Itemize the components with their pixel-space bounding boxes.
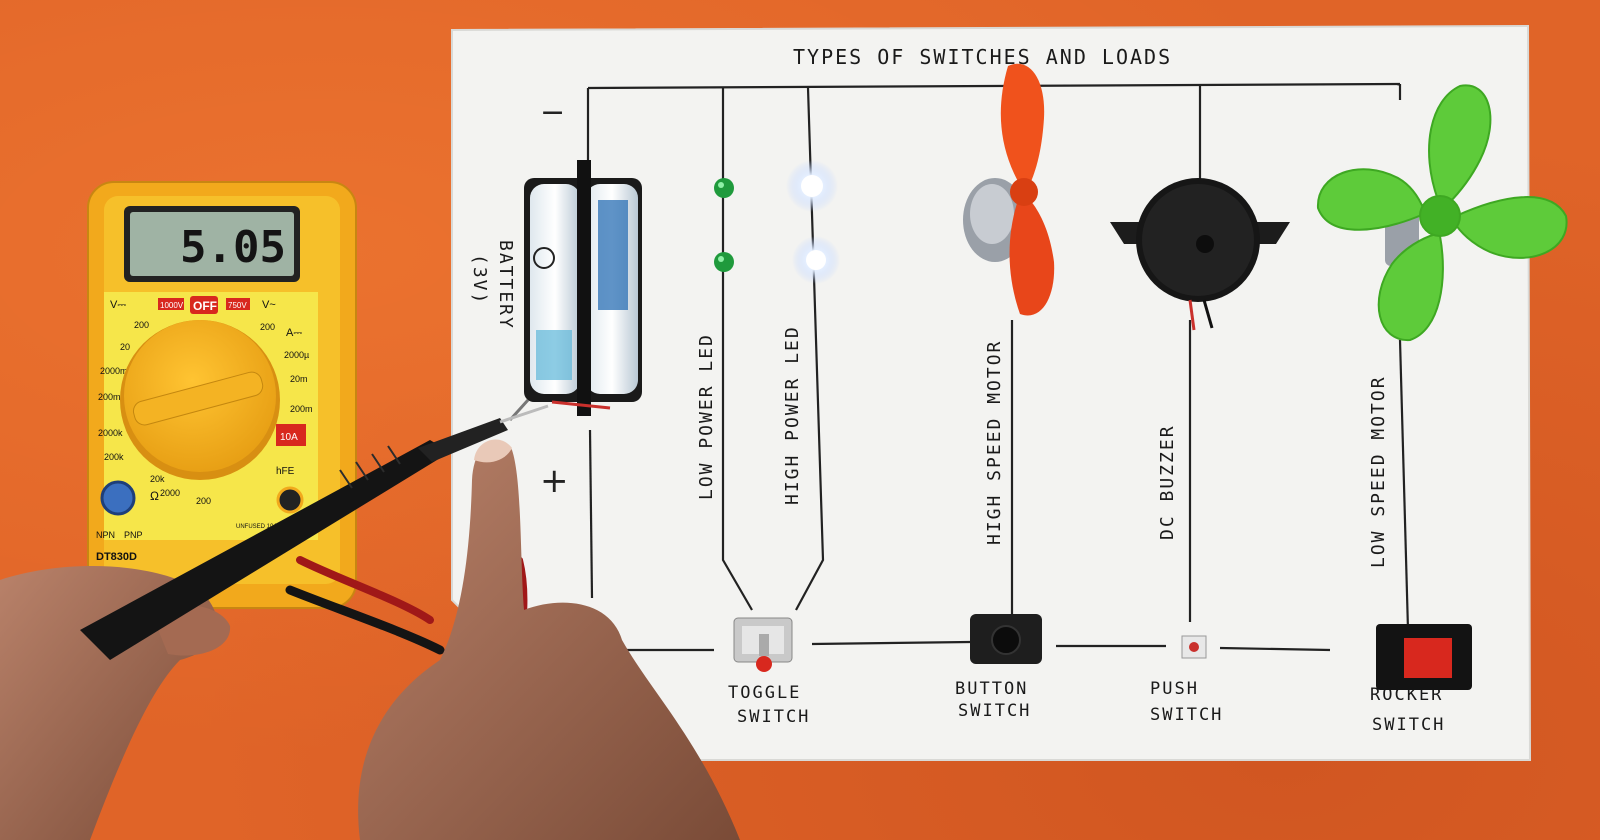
svg-text:hFE: hFE bbox=[276, 466, 295, 477]
svg-text:TOGGLE: TOGGLE bbox=[728, 683, 801, 703]
low-power-led-2 bbox=[714, 252, 734, 272]
svg-text:10A: 10A bbox=[280, 432, 298, 443]
battery-clip bbox=[577, 160, 591, 416]
black-probe[interactable] bbox=[80, 404, 549, 660]
svg-text:PUSH: PUSH bbox=[1150, 679, 1199, 699]
toggle-switch[interactable] bbox=[733, 617, 793, 672]
svg-text:1000V: 1000V bbox=[160, 301, 184, 310]
label-dc-buzzer: DC BUZZER bbox=[1157, 424, 1178, 540]
svg-text:20: 20 bbox=[120, 342, 130, 352]
dial-pointer bbox=[132, 371, 264, 426]
svg-text:NPN: NPN bbox=[96, 530, 115, 540]
low-power-led-1 bbox=[714, 178, 734, 198]
label-low-speed-motor: LOW SPEED MOTOR bbox=[1368, 375, 1389, 568]
svg-text:200m: 200m bbox=[98, 392, 121, 402]
push-switch[interactable] bbox=[1181, 635, 1207, 659]
svg-text:20k: 20k bbox=[150, 474, 165, 484]
svg-text:SWITCH: SWITCH bbox=[1150, 705, 1223, 725]
svg-text:200m: 200m bbox=[290, 404, 313, 414]
svg-text:V~: V~ bbox=[262, 299, 276, 311]
svg-text:20m: 20m bbox=[290, 374, 308, 384]
circuit-board: TYPES OF SWITCHES AND LOADS − + BATTERY … bbox=[451, 24, 1532, 761]
svg-text:200: 200 bbox=[196, 496, 211, 506]
transistor-socket bbox=[100, 480, 136, 516]
minus-sign: − bbox=[540, 95, 565, 130]
multimeter: 5.05 V⎓ 1000V OFF 750V V~ A⎓ 200 20 2000… bbox=[87, 181, 357, 609]
svg-text:200k: 200k bbox=[104, 452, 124, 462]
svg-text:200: 200 bbox=[134, 320, 149, 330]
battery-holder bbox=[508, 160, 642, 422]
lcd-screen bbox=[130, 212, 294, 276]
svg-text:2000m: 2000m bbox=[100, 366, 128, 376]
high-power-led-1 bbox=[786, 160, 838, 212]
label-high-power-led: HIGH POWER LED bbox=[782, 325, 803, 505]
right-hand bbox=[358, 439, 740, 840]
svg-text:SWITCH: SWITCH bbox=[737, 707, 810, 727]
green-fan-icon bbox=[1316, 84, 1568, 342]
svg-text:2000: 2000 bbox=[160, 488, 180, 498]
svg-text:SWITCH: SWITCH bbox=[1372, 715, 1445, 735]
svg-text:A⎓: A⎓ bbox=[286, 327, 302, 339]
svg-text:2000µ: 2000µ bbox=[284, 350, 309, 360]
svg-text:Ω: Ω bbox=[150, 489, 159, 503]
lcd-reading: 5.05 bbox=[180, 222, 286, 273]
off-label: OFF bbox=[193, 299, 217, 313]
push-switch-label: PUSH SWITCH bbox=[1150, 679, 1223, 725]
orange-propeller-icon bbox=[1000, 63, 1055, 316]
button-switch-label: BUTTON SWITCH bbox=[955, 679, 1031, 721]
svg-text:UNFUSED 10A MAX: UNFUSED 10A MAX bbox=[236, 524, 292, 530]
plus-sign: + bbox=[540, 461, 569, 501]
battery-label-group: BATTERY (3V) bbox=[469, 240, 516, 330]
board-title: TYPES OF SWITCHES AND LOADS bbox=[793, 45, 1172, 69]
meter-model: DT830D bbox=[96, 551, 137, 563]
battery-voltage: (3V) bbox=[469, 254, 490, 305]
svg-text:200: 200 bbox=[260, 322, 275, 332]
svg-text:V⎓: V⎓ bbox=[110, 299, 126, 311]
label-high-speed-motor: HIGH SPEED MOTOR bbox=[984, 340, 1005, 545]
toggle-switch-label: TOGGLE SWITCH bbox=[728, 683, 810, 727]
svg-text:PNP: PNP bbox=[124, 530, 143, 540]
svg-text:BUTTON: BUTTON bbox=[955, 679, 1028, 699]
button-switch[interactable] bbox=[970, 614, 1042, 664]
svg-text:2000k: 2000k bbox=[98, 428, 123, 438]
high-power-led-2 bbox=[792, 236, 840, 284]
rocker-switch[interactable] bbox=[1376, 624, 1472, 690]
dc-buzzer bbox=[1110, 178, 1290, 331]
svg-text:SWITCH: SWITCH bbox=[958, 701, 1031, 721]
label-low-power-led: LOW POWER LED bbox=[696, 333, 717, 500]
battery-label: BATTERY bbox=[495, 240, 516, 330]
svg-text:750V: 750V bbox=[228, 301, 247, 310]
probe-jack bbox=[276, 486, 304, 514]
